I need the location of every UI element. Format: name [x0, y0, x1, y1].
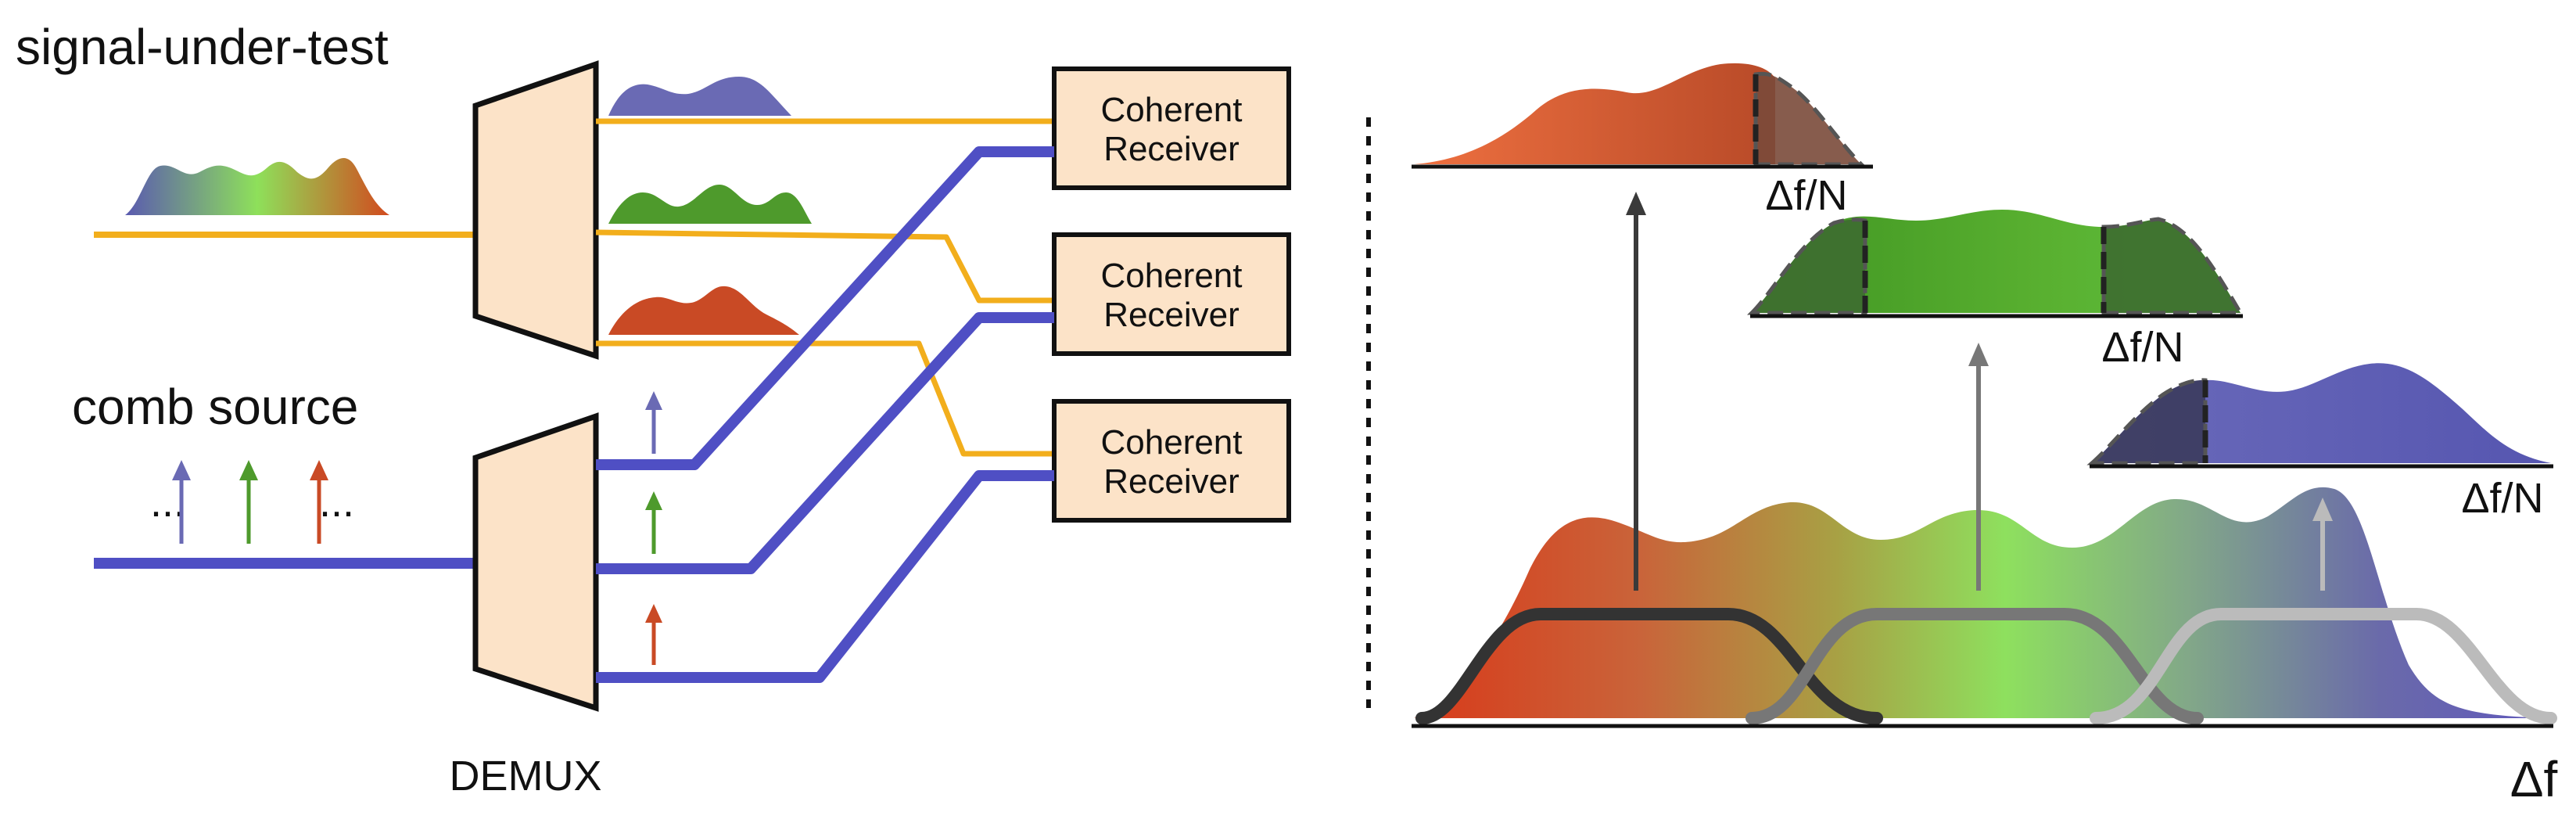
receiver-1-line1: Coherent: [1100, 91, 1242, 129]
comb-ellipsis-right: ...: [319, 479, 354, 526]
spectrum-panel: Δf Δf/N Δf/N: [1412, 63, 2557, 807]
coherent-receiver-3: Coherent Receiver: [1052, 399, 1291, 523]
full-spectrum: [1414, 487, 2551, 718]
demux-slice-green: [608, 185, 812, 224]
filter-light: [2090, 608, 2557, 724]
coherent-receiver-1: Coherent Receiver: [1052, 66, 1291, 190]
filter-mid: [1745, 608, 2204, 724]
filter-passbands: [1415, 608, 2557, 724]
receiver-1-line2: Receiver: [1103, 130, 1240, 168]
slice-green: Δf/N: [1746, 210, 2244, 371]
receiver-2-line2: Receiver: [1103, 296, 1240, 334]
slice-red-label: Δf/N: [1765, 172, 1847, 219]
demux-comb-lines: [645, 391, 662, 665]
coherent-receiver-2: Coherent Receiver: [1052, 232, 1291, 356]
slice-red: Δf/N: [1412, 63, 1873, 219]
signal-spectrum: [125, 157, 389, 215]
filter-dark: [1415, 608, 1883, 724]
receiver-3-line1: Coherent: [1100, 423, 1242, 462]
slice-green-overlap-right: [2101, 217, 2244, 315]
setup-panel: signal-under-test Coherent Receiver Cohe…: [16, 19, 1291, 800]
comb-source-label: comb source: [72, 379, 358, 435]
slice-green-label: Δf/N: [2101, 324, 2183, 371]
slice-red-overlap: [1753, 71, 1867, 167]
slice-purple: Δf/N: [2086, 363, 2553, 522]
demux-label: DEMUX: [449, 753, 601, 800]
demux-slice-purple: [608, 77, 791, 116]
comb-lines: [172, 460, 328, 544]
demux-slice-red: [608, 286, 799, 335]
receiver-3-line2: Receiver: [1103, 462, 1240, 501]
receiver-2-line1: Coherent: [1100, 257, 1242, 295]
slice-green-overlap-left: [1746, 217, 1867, 315]
slice-purple-overlap: [2086, 378, 2208, 465]
signal-output-fibers: [595, 118, 1054, 457]
shift-arrows: [1626, 192, 2333, 591]
comb-output-fibers: [596, 146, 1054, 683]
demux-bottom: [472, 412, 599, 712]
signal-under-test-label: signal-under-test: [16, 19, 389, 75]
slice-purple-label: Δf/N: [2461, 475, 2543, 522]
frequency-axis-label: Δf: [2510, 751, 2558, 807]
demux-top: [472, 60, 599, 360]
